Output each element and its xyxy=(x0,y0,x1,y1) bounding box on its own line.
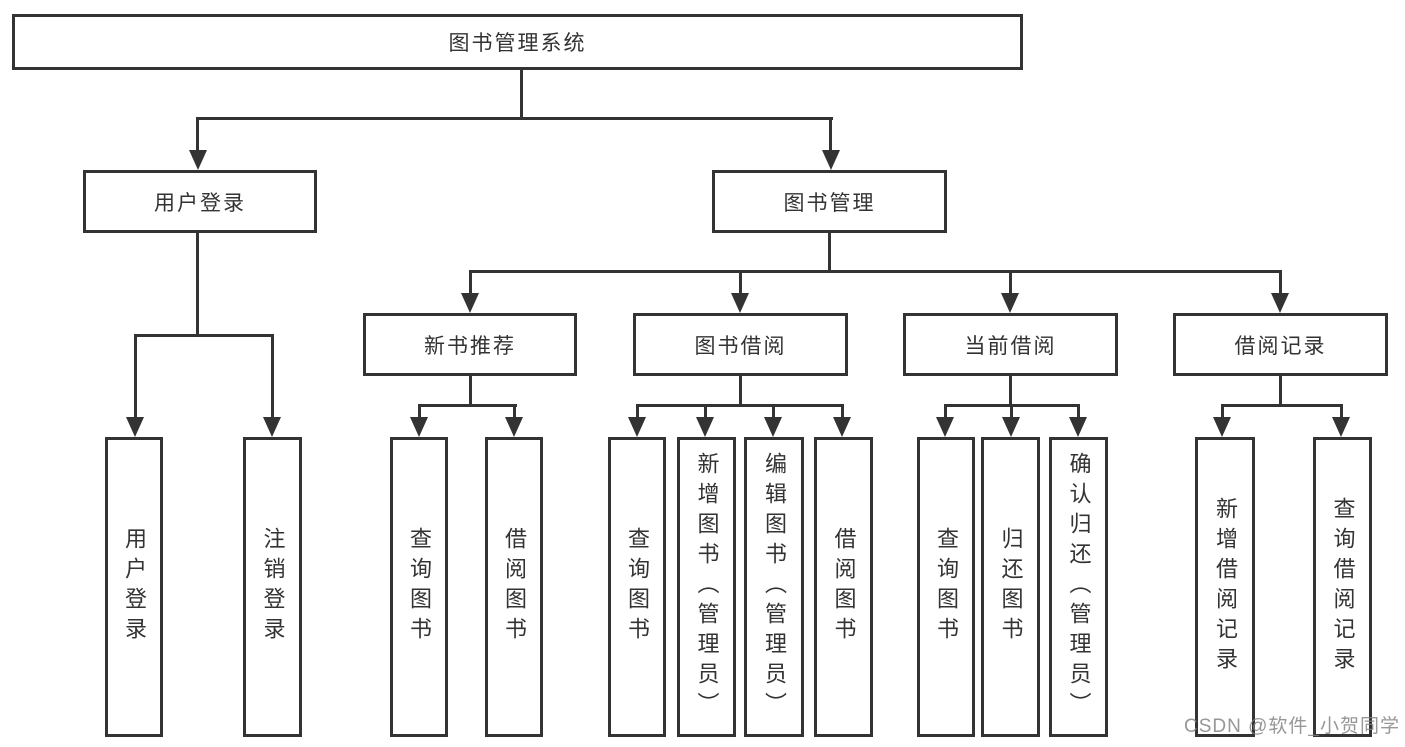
leaf-edit-book-admin-label: 编辑图书（管理员） xyxy=(762,452,787,722)
connector-drop-leaf xyxy=(841,404,844,419)
connector-book-borrow-rail xyxy=(636,404,844,407)
node-book-management-label: 图书管理 xyxy=(783,191,876,215)
leaf-add-book-admin: 新增图书（管理员） xyxy=(677,437,736,737)
connector-root-stem xyxy=(520,70,523,118)
arrowhead-down xyxy=(822,150,840,170)
leaf-return-books-label: 归还图书 xyxy=(998,527,1024,647)
arrowhead-down xyxy=(410,417,428,437)
connector-drop-leaf xyxy=(271,334,274,418)
connector-level3-rail xyxy=(469,270,1282,273)
arrowhead-down xyxy=(833,417,851,437)
connector-drop-leaf xyxy=(513,404,516,419)
leaf-query-books-borrow-label: 查询图书 xyxy=(625,527,650,647)
arrowhead-down xyxy=(696,417,714,437)
node-root-label: 图书管理系统 xyxy=(448,32,587,55)
arrowhead-down xyxy=(263,417,281,437)
connector-drop-leaf xyxy=(1221,404,1224,419)
node-root: 图书管理系统 xyxy=(12,14,1023,70)
leaf-query-borrow-record: 查询借阅记录 xyxy=(1313,437,1372,737)
arrowhead-down xyxy=(764,417,782,437)
leaf-confirm-return-admin-label: 确认归还（管理员） xyxy=(1066,452,1092,722)
arrowhead-down xyxy=(1001,293,1019,313)
leaf-add-borrow-record-label: 新增借阅记录 xyxy=(1213,497,1238,677)
arrowhead-down xyxy=(189,150,207,170)
connector-drop-level3 xyxy=(469,270,472,295)
leaf-borrow-books: 借阅图书 xyxy=(814,437,873,737)
leaf-query-books-recommend: 查询图书 xyxy=(390,437,448,737)
node-new-book-recommend-label: 新书推荐 xyxy=(424,334,516,358)
leaf-query-borrow-record-label: 查询借阅记录 xyxy=(1330,497,1356,677)
node-user-login: 用户登录 xyxy=(83,170,317,233)
leaf-user-login-label: 用户登录 xyxy=(122,527,147,647)
node-book-borrow-label: 图书借阅 xyxy=(694,334,787,358)
node-book-borrow: 图书借阅 xyxy=(633,313,848,376)
leaf-add-book-admin-label: 新增图书（管理员） xyxy=(694,452,720,722)
connector-level2-rail xyxy=(196,117,833,120)
arrowhead-down xyxy=(1002,417,1020,437)
node-borrow-record: 借阅记录 xyxy=(1173,313,1388,376)
node-new-book-recommend: 新书推荐 xyxy=(363,313,577,376)
csdn-watermark: CSDN @软件_小贺同学 xyxy=(1184,716,1400,737)
connector-drop-leaf xyxy=(772,404,775,419)
connector-drop-leaf xyxy=(636,404,639,419)
connector-drop-book-management xyxy=(829,117,832,153)
arrowhead-down xyxy=(126,417,144,437)
connector-recommend-rail xyxy=(418,404,517,407)
leaf-confirm-return-admin: 确认归还（管理员） xyxy=(1049,437,1108,737)
arrowhead-down xyxy=(461,293,479,313)
arrowhead-down xyxy=(1069,417,1087,437)
arrowhead-down xyxy=(1213,417,1231,437)
node-current-borrow: 当前借阅 xyxy=(903,313,1118,376)
leaf-borrow-books-recommend: 借阅图书 xyxy=(485,437,543,737)
arrowhead-down xyxy=(1271,293,1289,313)
connector-drop-leaf xyxy=(1010,404,1013,419)
connector-drop-leaf xyxy=(1077,404,1080,419)
leaf-edit-book-admin: 编辑图书（管理员） xyxy=(744,437,804,737)
connector-user-login-rail xyxy=(134,334,274,337)
connector-user-login-stem xyxy=(196,232,199,336)
arrowhead-down xyxy=(731,293,749,313)
node-user-login-label: 用户登录 xyxy=(154,191,246,215)
leaf-add-borrow-record: 新增借阅记录 xyxy=(1195,437,1255,737)
leaf-logout-label: 注销登录 xyxy=(260,527,286,647)
connector-recommend-stem xyxy=(469,375,472,406)
connector-borrow-record-rail xyxy=(1221,404,1343,407)
leaf-borrow-books-recommend-label: 借阅图书 xyxy=(502,527,527,647)
arrowhead-down xyxy=(505,417,523,437)
leaf-query-books-recommend-label: 查询图书 xyxy=(407,527,432,647)
arrowhead-down xyxy=(1332,417,1350,437)
node-borrow-record-label: 借阅记录 xyxy=(1234,334,1327,358)
connector-book-borrow-stem xyxy=(739,375,742,406)
connector-current-borrow-stem xyxy=(1009,375,1012,406)
leaf-query-books-current-label: 查询图书 xyxy=(934,527,959,647)
leaf-query-books-current: 查询图书 xyxy=(917,437,975,737)
connector-drop-leaf xyxy=(1340,404,1343,419)
connector-drop-leaf xyxy=(134,334,137,418)
arrowhead-down xyxy=(628,417,646,437)
leaf-query-books-borrow: 查询图书 xyxy=(608,437,666,737)
arrowhead-down xyxy=(936,417,954,437)
leaf-user-login: 用户登录 xyxy=(105,437,163,737)
leaf-logout: 注销登录 xyxy=(243,437,302,737)
node-current-borrow-label: 当前借阅 xyxy=(964,334,1057,358)
connector-drop-level3 xyxy=(1009,270,1012,295)
connector-drop-leaf xyxy=(944,404,947,419)
connector-book-management-stem xyxy=(828,232,831,272)
leaf-return-books: 归还图书 xyxy=(981,437,1040,737)
connector-drop-level3 xyxy=(739,270,742,295)
connector-drop-leaf xyxy=(704,404,707,419)
leaf-borrow-books-label: 借阅图书 xyxy=(831,527,857,647)
connector-drop-user-login xyxy=(196,117,199,153)
connector-drop-leaf xyxy=(418,404,421,419)
connector-borrow-record-stem xyxy=(1279,375,1282,406)
node-book-management: 图书管理 xyxy=(712,170,947,233)
connector-drop-level3 xyxy=(1279,270,1282,295)
